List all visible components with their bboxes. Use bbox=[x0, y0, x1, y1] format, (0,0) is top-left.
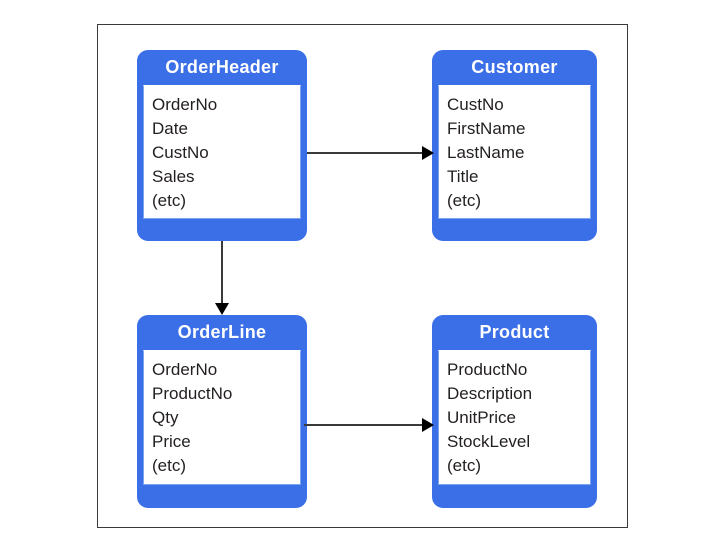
connector-line bbox=[221, 241, 223, 308]
field-item: (etc) bbox=[447, 191, 481, 210]
arrowhead-down-icon bbox=[215, 303, 229, 315]
arrowhead-right-icon bbox=[422, 418, 434, 432]
entity-orderheader-title: OrderHeader bbox=[165, 57, 279, 77]
field-item: Price bbox=[152, 432, 191, 451]
entity-orderline-title: OrderLine bbox=[177, 322, 267, 342]
entity-orderline-footer bbox=[137, 485, 307, 508]
entity-customer-footer bbox=[432, 219, 597, 242]
entity-customer[interactable]: Customer CustNo FirstName LastName Title… bbox=[432, 50, 597, 241]
field-item: CustNo bbox=[447, 95, 504, 114]
connector-line bbox=[307, 152, 425, 154]
field-item: FirstName bbox=[447, 119, 526, 138]
field-item: (etc) bbox=[152, 456, 186, 475]
field-item: ProductNo bbox=[152, 384, 233, 403]
field-item: CustNo bbox=[152, 143, 209, 162]
connector-line bbox=[304, 424, 425, 426]
entity-product-footer bbox=[432, 485, 597, 508]
field-item: Title bbox=[447, 167, 479, 186]
field-item: Description bbox=[447, 384, 533, 403]
field-item: StockLevel bbox=[447, 432, 531, 451]
field-item: Sales bbox=[152, 167, 195, 186]
entity-product[interactable]: Product ProductNo Description UnitPrice … bbox=[432, 315, 597, 508]
field-item: (etc) bbox=[447, 456, 481, 475]
entity-orderline-fields: OrderNo ProductNo Qty Price (etc) bbox=[143, 350, 301, 485]
field-item: UnitPrice bbox=[447, 408, 516, 427]
entity-customer-fields: CustNo FirstName LastName Title (etc) bbox=[438, 85, 591, 219]
field-item: Qty bbox=[152, 408, 179, 427]
arrowhead-right-icon bbox=[422, 146, 434, 160]
field-item: OrderNo bbox=[152, 360, 218, 379]
entity-orderheader-fields: OrderNo Date CustNo Sales (etc) bbox=[143, 85, 301, 219]
field-item: Date bbox=[152, 119, 188, 138]
field-item: (etc) bbox=[152, 191, 186, 210]
field-item: LastName bbox=[447, 143, 525, 162]
entity-product-title: Product bbox=[479, 322, 550, 342]
field-item: OrderNo bbox=[152, 95, 218, 114]
entity-orderline[interactable]: OrderLine OrderNo ProductNo Qty Price (e… bbox=[137, 315, 307, 508]
field-item: ProductNo bbox=[447, 360, 528, 379]
entity-orderheader-footer bbox=[137, 219, 307, 242]
entity-customer-title: Customer bbox=[471, 57, 558, 77]
entity-product-fields: ProductNo Description UnitPrice StockLev… bbox=[438, 350, 591, 485]
entity-orderheader[interactable]: OrderHeader OrderNo Date CustNo Sales (e… bbox=[137, 50, 307, 241]
